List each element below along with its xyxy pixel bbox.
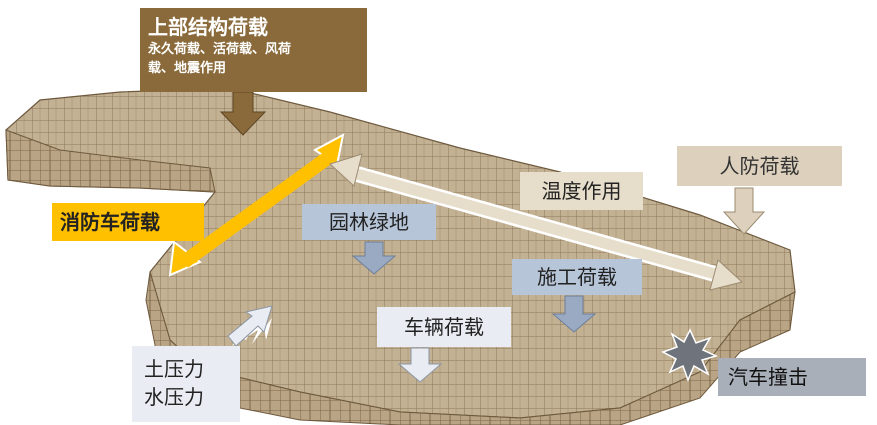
- fire-truck-load-label: 消防车荷载: [52, 203, 204, 241]
- superstructure-title: 上部结构荷载: [148, 15, 268, 39]
- temperature-double-arrow-icon: [329, 153, 744, 291]
- building-wall-left: [5, 129, 216, 193]
- soil-pressure-diagonal-arrow-icon: [227, 305, 273, 347]
- car-impact-explosion-icon: [661, 328, 719, 383]
- superstructure-detail-line2: 载、地震作用: [148, 61, 227, 76]
- water-pressure-text: 水压力: [144, 385, 204, 409]
- temperature-action-label: 温度作用: [520, 172, 643, 210]
- soil-water-pressure-label: 土压力 水压力: [132, 346, 240, 422]
- soil-pressure-text: 土压力: [144, 357, 204, 381]
- fire-truck-double-arrow-icon: [168, 133, 345, 277]
- superstructure-load-label: 上部结构荷载 永久荷载、活荷载、风荷 载、地震作用: [140, 8, 367, 92]
- car-impact-label: 汽车撞击: [718, 358, 866, 396]
- civil-defense-load-label: 人防荷载: [677, 146, 842, 186]
- garden-load-label: 园林绿地: [302, 204, 436, 240]
- construction-load-label: 施工荷载: [512, 259, 642, 295]
- vehicle-load-label: 车辆荷载: [377, 307, 511, 347]
- superstructure-down-arrow-icon: [219, 91, 267, 136]
- civil-defense-down-arrow-icon: [722, 187, 766, 235]
- vehicle-down-arrow-icon: [397, 347, 443, 383]
- garden-down-arrow-icon: [351, 241, 397, 275]
- construction-down-arrow-icon: [551, 295, 597, 333]
- superstructure-detail-line1: 永久荷载、活荷载、风荷: [148, 42, 292, 57]
